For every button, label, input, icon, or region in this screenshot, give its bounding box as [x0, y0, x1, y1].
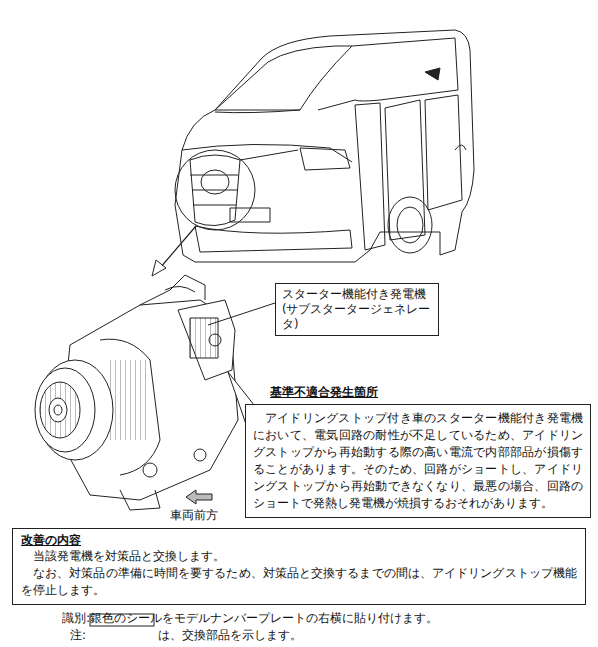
direction-label: 車両前方	[170, 508, 218, 523]
alternator-illustration	[35, 275, 238, 510]
heading: 改善の内容	[21, 532, 577, 548]
part-name: スターター機能付き発電機 (サブスタータージェネレータ)	[282, 287, 432, 332]
body-text: なお、対策品の準備に時間を要するため、対策品と交換するまでの間は、アイドリングス…	[21, 565, 577, 599]
note-box: 改善の内容当該発電機を対策品と交換します。なお、対策品の準備に時間を要するため、…	[12, 528, 586, 605]
car-illustration	[175, 30, 474, 262]
body-text: 当該発電機を対策品と交換します。	[21, 548, 577, 565]
part-box: スターター機能付き発電機 (サブスタータージェネレータ)	[275, 283, 439, 336]
body-text: アイドリングストップ付き車のスターター機能付き発電機において、電気回路の耐性が不…	[253, 410, 583, 512]
note-text: 注:	[70, 628, 86, 643]
heading: 基準不適合発生箇所	[268, 384, 380, 400]
note-text: は、交換部品を示します。	[158, 628, 302, 643]
callout-box: 基準不適合発生箇所アイドリングストップ付き車のスターター機能付き発電機において、…	[245, 404, 591, 518]
note-text: 識別:銀色のシールをモデルナンバープレートの右横に貼り付けます。	[62, 611, 438, 626]
